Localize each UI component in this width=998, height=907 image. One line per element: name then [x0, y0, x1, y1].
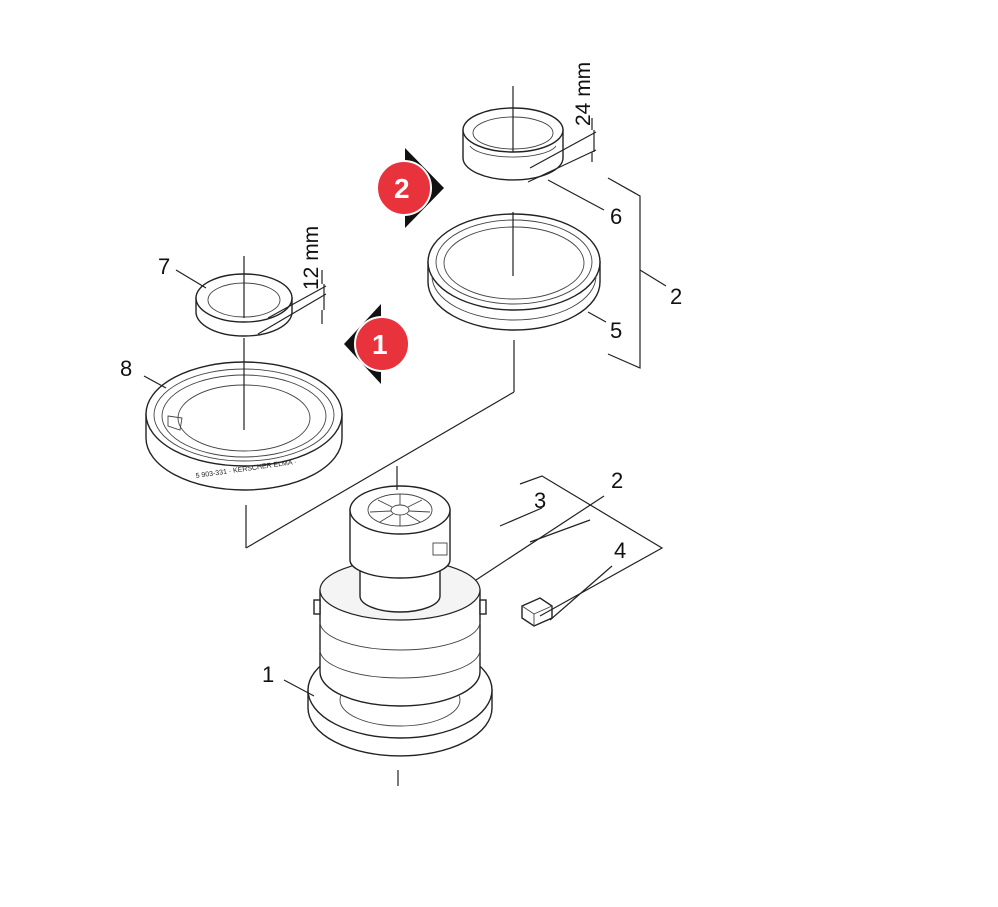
leader-lines [143, 86, 667, 786]
callout-6: 6 [610, 204, 622, 229]
motor-assembly [307, 485, 493, 757]
step-1-circle [354, 316, 410, 372]
dimension-12mm-label: 12 mm [300, 226, 323, 290]
callout-1: 1 [262, 662, 274, 687]
callout-8: 8 [120, 356, 132, 381]
part-5-ring [427, 213, 601, 331]
step-2-number: 2 [394, 173, 410, 204]
callout-3: 3 [534, 488, 546, 513]
step-badge-1: 1 [344, 304, 410, 384]
callout-7: 7 [158, 254, 170, 279]
callout-2-ring-group: 2 [670, 284, 682, 309]
dimension-24mm-label: 24 mm [572, 62, 595, 126]
callout-4: 4 [614, 538, 626, 563]
callout-2-motor: 2 [611, 468, 623, 493]
step-1-number: 1 [372, 329, 388, 360]
step-2-circle [376, 160, 432, 216]
step-badge-2: 2 [376, 148, 444, 228]
callout-5: 5 [610, 318, 622, 343]
